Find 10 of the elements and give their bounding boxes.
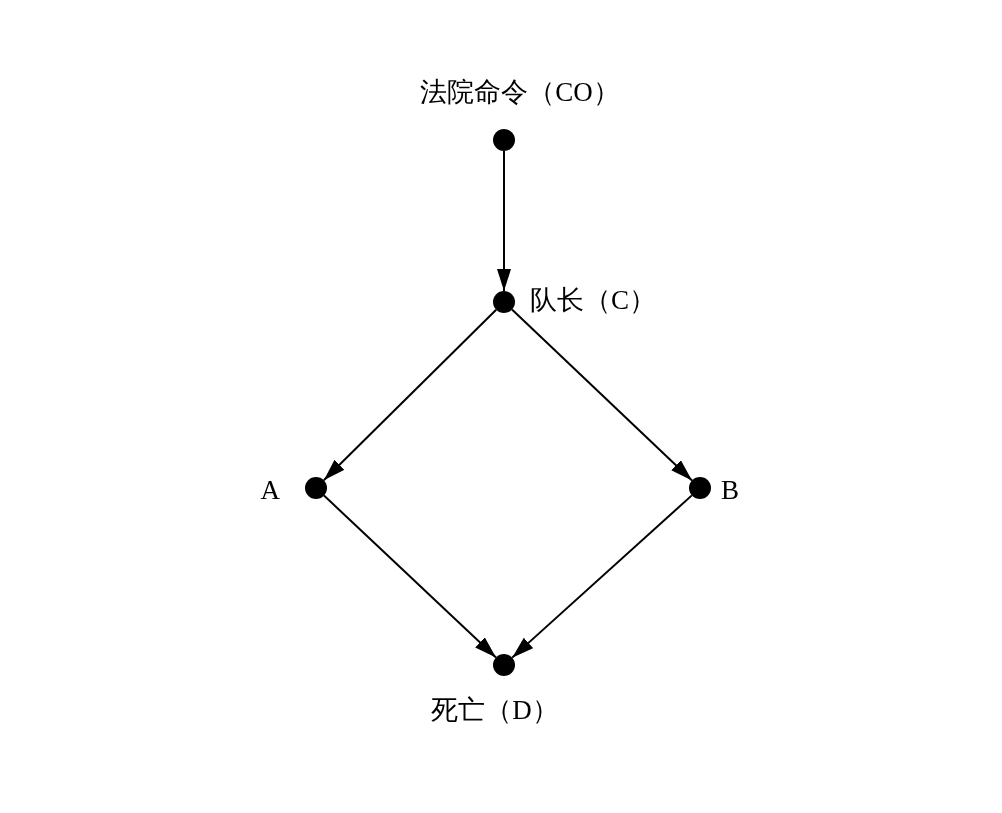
node-label: A	[260, 476, 280, 504]
node-label: 死亡（D）	[431, 696, 559, 724]
node-label: 队长（C）	[530, 286, 656, 314]
arrow	[322, 308, 498, 482]
arrow	[497, 150, 511, 292]
arrow	[323, 494, 497, 659]
node-label: 法院命令（CO）	[420, 78, 620, 106]
node-label: B	[721, 476, 739, 504]
arrow	[511, 494, 693, 659]
arrow	[511, 308, 693, 482]
